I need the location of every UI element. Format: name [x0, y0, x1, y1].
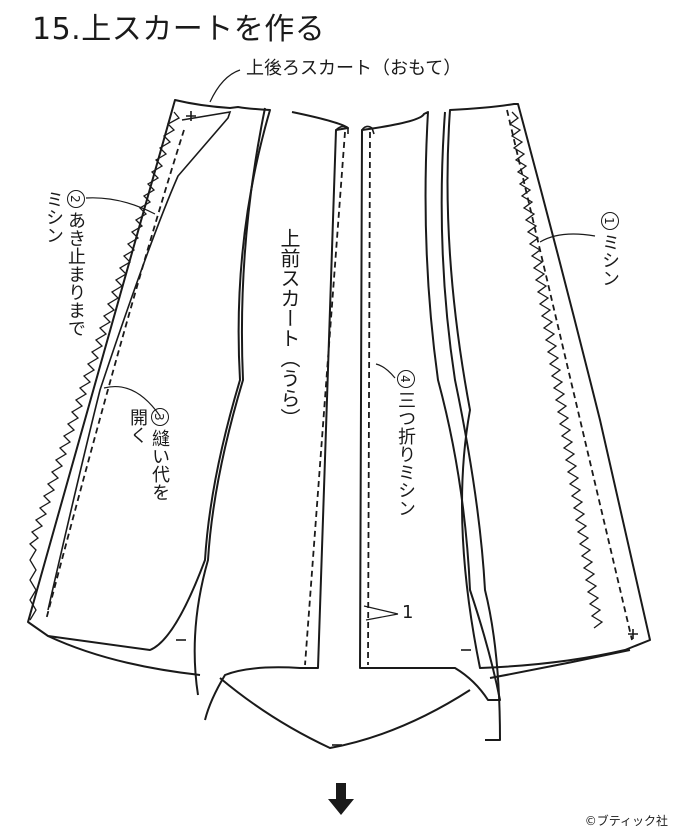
step1-label: 1 ミシン	[598, 212, 620, 287]
leader-fold-width	[363, 605, 399, 621]
leader-step2	[85, 197, 156, 215]
step3-line1: 縫い代を	[149, 429, 170, 501]
step4-label: 4 三つ折りミシン	[394, 370, 416, 517]
right-center-strip	[440, 111, 501, 741]
overlock-left	[29, 111, 181, 621]
step2-line1: あき止まりまで	[65, 211, 86, 337]
mark-plus-right	[628, 629, 638, 639]
stitch-right-side	[506, 109, 633, 641]
step4-text: 三つ折りミシン	[395, 391, 416, 517]
back-skirt-label: 上後ろスカート（おもて）	[246, 58, 462, 79]
step3-line2: 開く	[127, 408, 148, 444]
stitch-left-side	[45, 129, 185, 621]
placket-fold	[47, 110, 232, 611]
leader-step1	[539, 233, 596, 243]
stitch-front-right-hem	[367, 131, 371, 666]
back-skirt-hem	[47, 635, 631, 749]
front-skirt-right-panel	[359, 111, 501, 701]
back-skirt-right-panel	[446, 103, 651, 669]
overlock-right	[508, 111, 604, 629]
leader-step4	[375, 363, 396, 379]
leader-back-skirt	[209, 69, 241, 103]
step1-text: ミシン	[599, 233, 620, 287]
step2-number: 2	[67, 190, 85, 208]
back-skirt-left-panel	[27, 99, 271, 651]
stitch-front-left-hem	[304, 131, 346, 666]
step2-line2: ミシン	[43, 190, 64, 244]
fold-width-label: 1	[402, 602, 414, 623]
step1-number: 1	[601, 212, 619, 230]
front-skirt-left-panel	[193, 107, 349, 721]
center-fold-mark-left	[335, 125, 349, 134]
step-title: 15.上スカートを作る	[32, 12, 326, 47]
step3-label: 3 縫い代を 開く	[126, 408, 170, 501]
down-arrow-icon	[328, 783, 354, 815]
step4-number: 4	[397, 370, 415, 388]
step2-label: 2 あき止まりまで ミシン	[42, 190, 86, 337]
mark-plus-left	[186, 111, 196, 121]
front-skirt-label: 上前スカート（うら）	[277, 228, 301, 428]
center-fold-mark-right	[361, 125, 375, 135]
copyright-credit: ©ブティック社	[584, 814, 668, 828]
step3-number: 3	[151, 408, 169, 426]
